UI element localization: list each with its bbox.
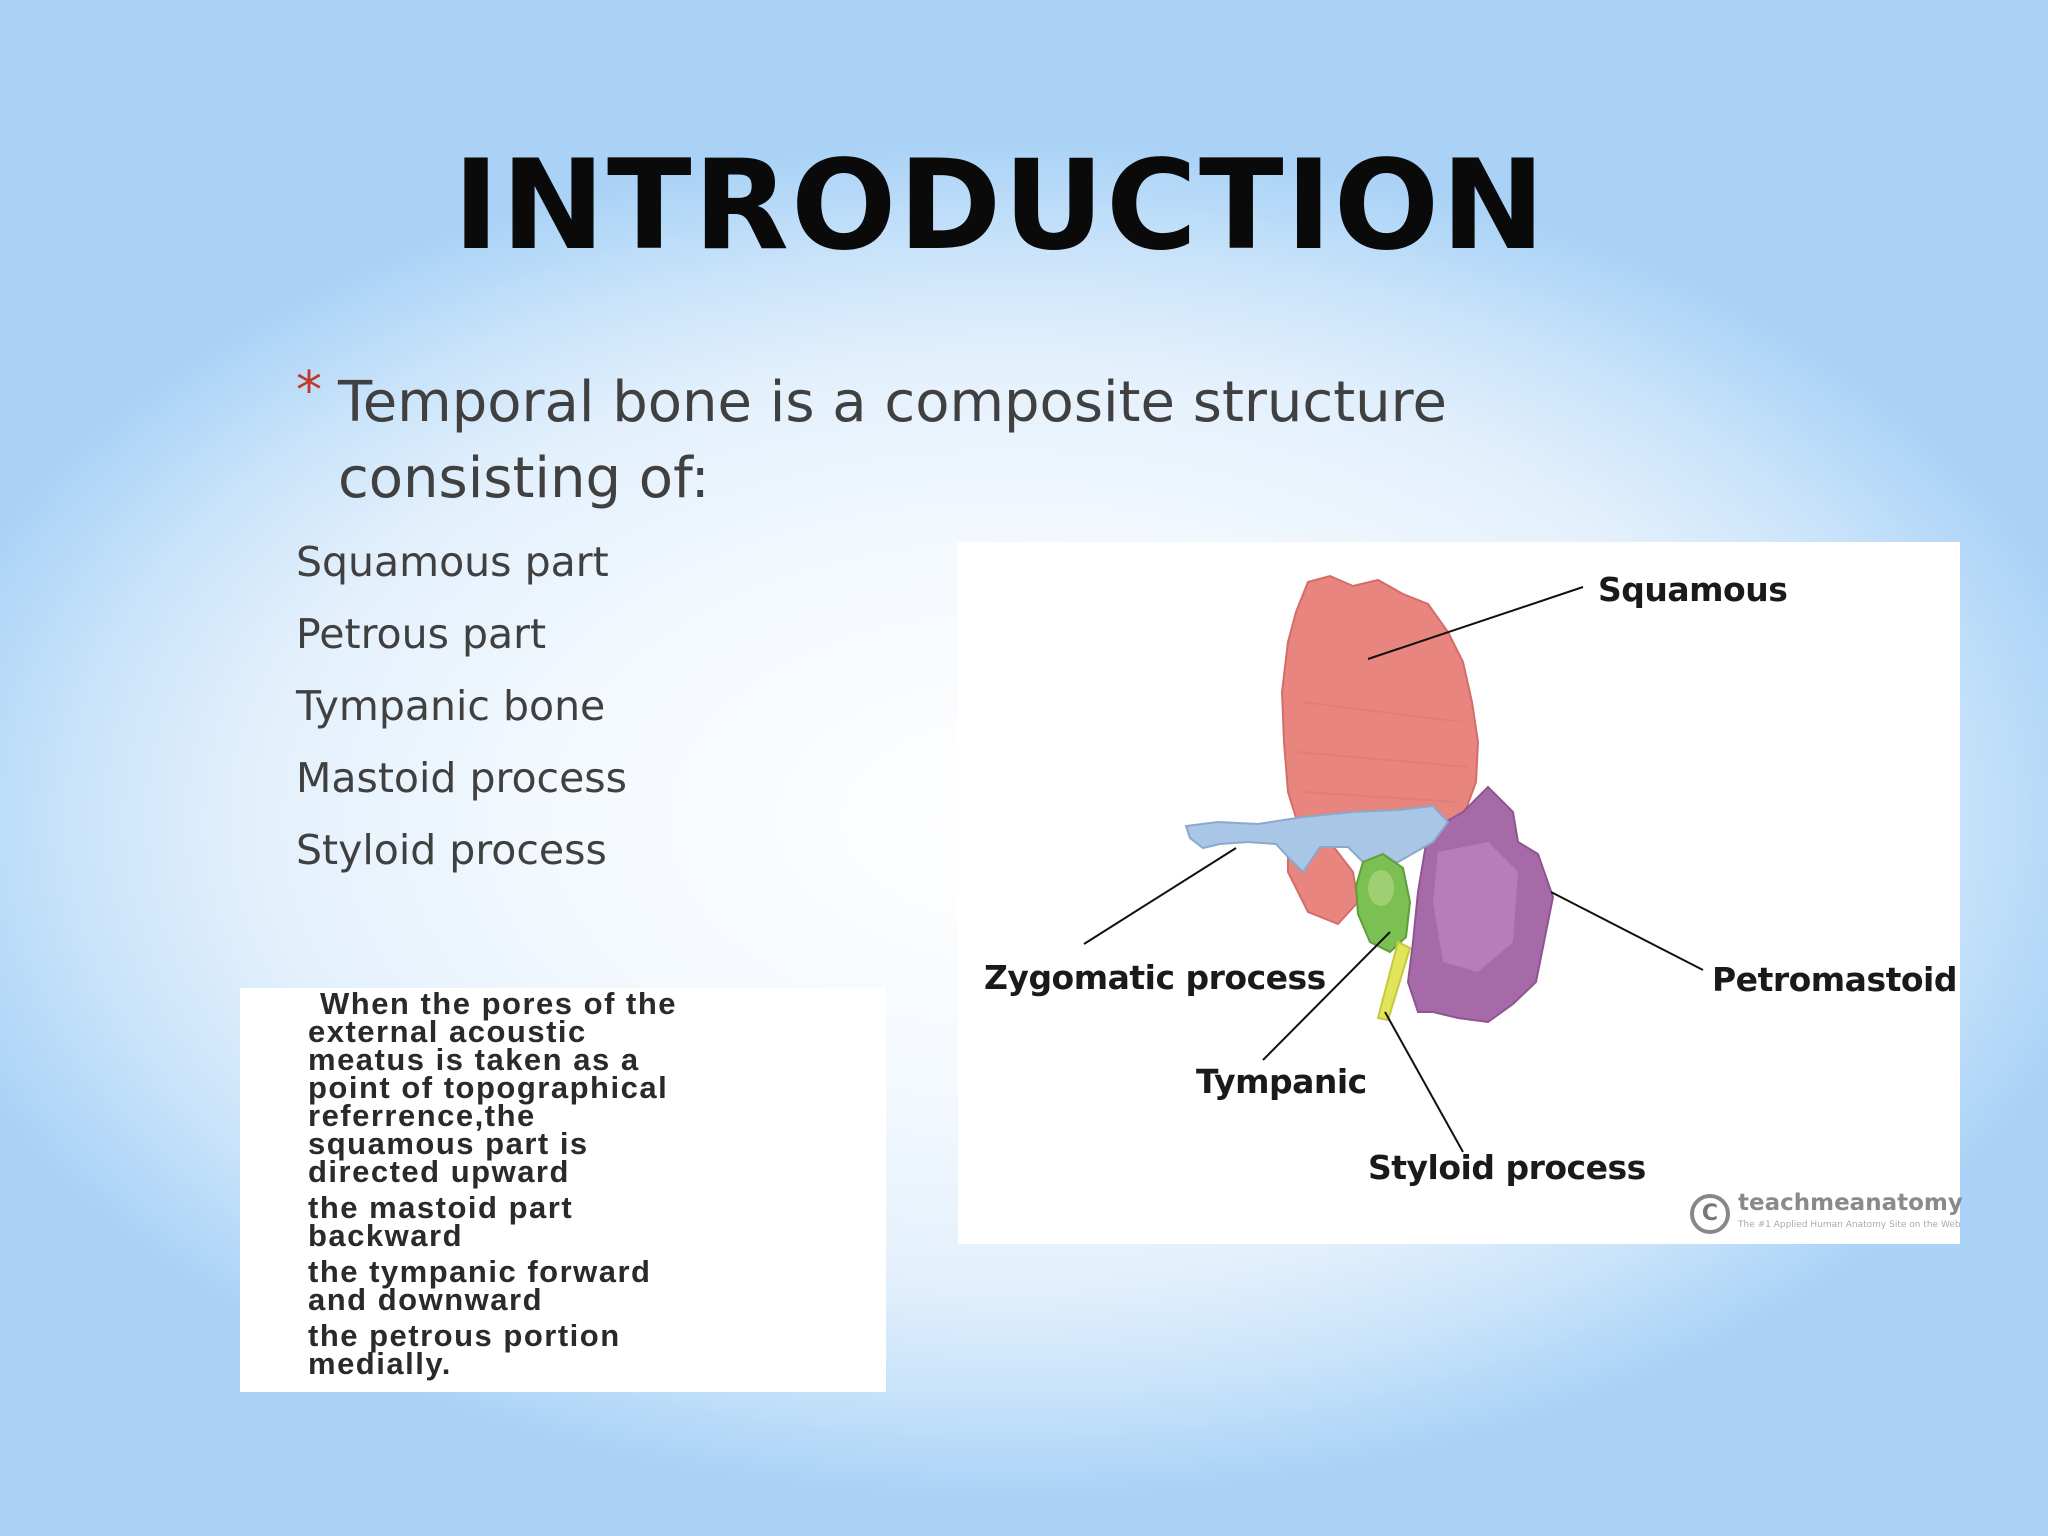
label-zygomatic-process: Zygomatic process <box>984 958 1326 997</box>
slide-title: INTRODUCTION <box>453 134 1547 278</box>
note-line: external acoustic <box>308 1014 587 1049</box>
note-line: When the pores of the <box>320 986 677 1021</box>
bullet-marker: * <box>296 361 322 421</box>
note-paragraph: When the pores of the external acoustic … <box>308 986 872 1189</box>
list-item: Petrous part <box>296 610 547 658</box>
note-line: meatus is taken as a <box>308 1042 640 1077</box>
image-credit: C teachmeanatomy The #1 Applied Human An… <box>1690 1190 1963 1240</box>
list-item: Squamous part <box>296 538 609 586</box>
note-line: the petrous portion <box>308 1318 621 1353</box>
note-line: directed upward <box>308 1154 570 1189</box>
list-item: Tympanic bone <box>296 682 606 730</box>
label-squamous: Squamous <box>1598 570 1788 609</box>
note-paragraph: the tympanic forward and downward <box>308 1254 872 1317</box>
squamous-region <box>1280 574 1480 844</box>
orientation-note: When the pores of the external acoustic … <box>240 988 886 1392</box>
note-paragraph: the mastoid part backward <box>308 1190 872 1253</box>
list-item: Mastoid process <box>296 754 628 802</box>
credit-name: teachmeanatomy <box>1738 1190 1963 1216</box>
label-petromastoid: Petromastoid <box>1712 960 1957 999</box>
bullet-text: Temporal bone is a composite structure c… <box>338 370 1447 511</box>
note-line: medially. <box>308 1346 452 1381</box>
credit-tagline: The #1 Applied Human Anatomy Site on the… <box>1738 1220 1961 1230</box>
parts-list: Squamous part Petrous part Tympanic bone… <box>296 526 627 886</box>
list-item: Styloid process <box>296 826 607 874</box>
note-line: referrence,the <box>308 1098 536 1133</box>
intro-bullet: * Temporal bone is a composite structure… <box>296 361 1496 517</box>
temporal-bone-illustration <box>1083 574 1704 1153</box>
note-line: the tympanic forward <box>308 1254 652 1289</box>
copyright-icon: C <box>1690 1194 1730 1234</box>
note-paragraph: the petrous portion medially. <box>308 1318 872 1381</box>
temporal-bone-figure: Squamous Zygomatic process Petromastoid … <box>958 542 1963 1244</box>
label-styloid-process: Styloid process <box>1368 1148 1646 1187</box>
note-line: and downward <box>308 1282 543 1317</box>
styloid-region <box>1376 940 1412 1022</box>
note-line: squamous part is <box>308 1126 589 1161</box>
note-line: backward <box>308 1218 464 1253</box>
note-line: point of topographical <box>308 1070 669 1105</box>
label-tympanic: Tympanic <box>1196 1062 1367 1101</box>
note-line: the mastoid part <box>308 1190 574 1225</box>
